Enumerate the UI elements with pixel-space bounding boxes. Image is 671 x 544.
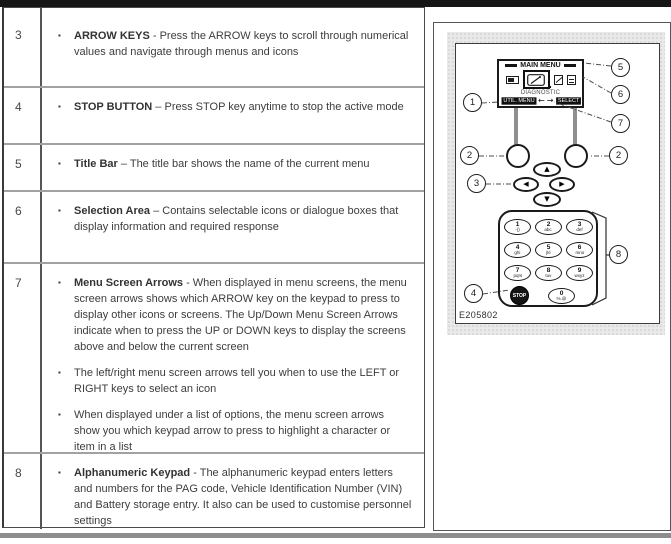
callout-8: 8: [609, 245, 628, 264]
key-1: 1-(): [504, 219, 531, 235]
arrow-key-right: ▶: [549, 177, 575, 192]
list-item-text: The left/right menu screen arrows tell y…: [74, 367, 400, 395]
softkey-connector-right: [573, 108, 577, 145]
softkey-label-right: SELECT: [556, 97, 582, 105]
title-rule-left: [505, 64, 518, 67]
row-number: 5: [4, 145, 42, 190]
table-row: 5 ▪ Title Bar – The title bar shows the …: [4, 145, 424, 192]
page-bottom-rule: [0, 533, 671, 538]
screen-title-bar: MAIN MENU: [499, 62, 582, 69]
bullet-icon: ▪: [58, 31, 61, 40]
row-number: 3: [4, 8, 42, 86]
bullet-icon: ▪: [58, 206, 61, 215]
bullet-icon: ▪: [58, 159, 61, 168]
screen-selection-area: [499, 69, 582, 90]
callout-2-left: 2: [460, 146, 479, 165]
list-item-text: ARROW KEYS - Press the ARROW keys to scr…: [74, 30, 409, 58]
arrow-key-up: ▲: [533, 162, 561, 177]
arrow-key-down: ▼: [533, 192, 561, 207]
row-number: 6: [4, 192, 42, 262]
callout-1: 1: [463, 93, 482, 112]
bullet-icon: ▪: [58, 368, 61, 377]
list-item: ▪ The left/right menu screen arrows tell…: [58, 365, 412, 397]
list-item: ▪ Alphanumeric Keypad - The alphanumeric…: [58, 465, 412, 529]
bullet-icon: ▪: [58, 102, 61, 111]
callout-6: 6: [611, 85, 630, 104]
row-number: 4: [4, 88, 42, 143]
callout-7: 7: [611, 114, 630, 133]
list-item-text: STOP BUTTON – Press STOP key anytime to …: [74, 101, 404, 113]
key-0: 0%.@: [548, 288, 575, 304]
list-item-text: Selection Area – Contains selectable ico…: [74, 205, 399, 233]
arrow-key-left: ◀: [513, 177, 539, 192]
row-number: 7: [4, 264, 42, 452]
menu-screen-arrows: ←→: [538, 96, 556, 105]
legend-table: 3 ▪ ARROW KEYS - Press the ARROW keys to…: [2, 7, 425, 529]
battery-icon: [505, 75, 519, 84]
page-top-rule: [0, 0, 671, 7]
soft-key-left: [506, 144, 530, 168]
bullet-icon: ▪: [58, 278, 61, 287]
callout-3: 3: [467, 174, 486, 193]
soft-key-right: [564, 144, 588, 168]
softkey-connector-left: [514, 108, 518, 145]
selection-cursor-box: [522, 70, 551, 89]
list-item: ▪ When displayed under a list of options…: [58, 407, 412, 455]
list-item-text: Title Bar – The title bar shows the name…: [74, 158, 370, 170]
device-screen: MAIN MENU DIAGNOSTIC UTIL. MENU ←→ SELEC…: [497, 59, 584, 108]
table-row: 7 ▪ Menu Screen Arrows - When displayed …: [4, 264, 424, 454]
screen-title-text: MAIN MENU: [520, 62, 561, 69]
figure-id-label: E205802: [459, 310, 498, 320]
row-description: ▪ Selection Area – Contains selectable i…: [42, 192, 424, 262]
list-icon: [566, 74, 576, 85]
row-description: ▪ ARROW KEYS - Press the ARROW keys to s…: [42, 8, 424, 86]
callout-4: 4: [464, 284, 483, 303]
table-row: 6 ▪ Selection Area – Contains selectable…: [4, 192, 424, 264]
bullet-icon: ▪: [58, 468, 61, 477]
table-row: 8 ▪ Alphanumeric Keypad - The alphanumer…: [4, 454, 424, 529]
selected-icon-label: DIAGNOSTIC: [520, 90, 561, 96]
list-item-text: When displayed under a list of options, …: [74, 409, 391, 453]
stop-button: STOP: [510, 286, 529, 305]
table-row: 4 ▪ STOP BUTTON – Press STOP key anytime…: [4, 88, 424, 145]
softkey-label-left: UTIL. MENU: [501, 97, 537, 105]
callout-2-right: 2: [609, 146, 628, 165]
bullet-icon: ▪: [58, 410, 61, 419]
screen-softkey-bar: UTIL. MENU ←→ SELECT: [499, 97, 582, 105]
row-number: 8: [4, 454, 42, 529]
row-description: ▪ Alphanumeric Keypad - The alphanumeric…: [42, 454, 424, 529]
row-description: ▪ Title Bar – The title bar shows the na…: [42, 145, 424, 190]
list-item: ▪ Title Bar – The title bar shows the na…: [58, 156, 412, 172]
list-item: ▪ Selection Area – Contains selectable i…: [58, 203, 412, 235]
callout-5: 5: [611, 58, 630, 77]
list-item-text: Menu Screen Arrows - When displayed in m…: [74, 277, 407, 353]
list-item-text: Alphanumeric Keypad - The alphanumeric k…: [74, 467, 412, 527]
title-rule-right: [563, 64, 576, 67]
row-description: ▪ Menu Screen Arrows - When displayed in…: [42, 264, 424, 455]
list-item: ▪ Menu Screen Arrows - When displayed in…: [58, 275, 412, 355]
row-description: ▪ STOP BUTTON – Press STOP key anytime t…: [42, 88, 424, 143]
list-item: ▪ ARROW KEYS - Press the ARROW keys to s…: [58, 28, 412, 60]
list-item: ▪ STOP BUTTON – Press STOP key anytime t…: [58, 99, 412, 115]
cable-icon: [553, 74, 563, 85]
gauge-icon: [527, 73, 545, 86]
table-row: 3 ▪ ARROW KEYS - Press the ARROW keys to…: [4, 8, 424, 88]
